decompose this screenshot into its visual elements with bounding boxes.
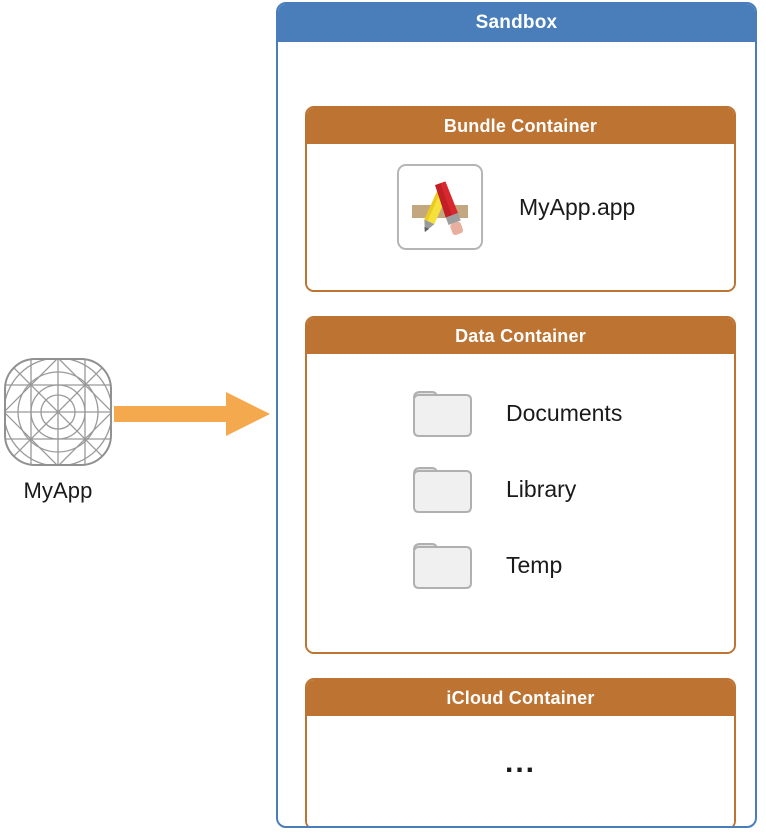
- folder-label: Documents: [506, 400, 623, 426]
- list-item[interactable]: Documents: [411, 386, 622, 441]
- folder-label: Library: [506, 476, 577, 502]
- icloud-container-body: ...: [307, 716, 734, 826]
- folder-icon: [411, 386, 474, 441]
- sandbox-box: Sandbox Bundle Container: [276, 2, 757, 828]
- icloud-container: iCloud Container ...: [305, 678, 736, 826]
- icloud-placeholder-ellipsis: ...: [504, 746, 536, 779]
- list-item[interactable]: Library: [411, 462, 576, 517]
- bundle-container-header: Bundle Container: [307, 108, 734, 144]
- app-template-grid-icon: [4, 358, 114, 466]
- folder-icon: [411, 462, 474, 517]
- xcode-app-bundle-icon: [397, 164, 483, 250]
- data-container-body: Documents Library: [307, 354, 734, 652]
- icloud-container-title: iCloud Container: [446, 687, 595, 708]
- app-node: [4, 358, 114, 466]
- folder-label: Temp: [506, 552, 563, 578]
- bundle-container-title: Bundle Container: [443, 115, 598, 136]
- folder-icon: [411, 538, 474, 593]
- list-item[interactable]: Temp: [411, 538, 562, 593]
- data-container-header: Data Container: [307, 318, 734, 354]
- icloud-container-header: iCloud Container: [307, 680, 734, 716]
- bundle-container-body: MyApp.app: [307, 144, 734, 290]
- sandbox-body: Bundle Container: [278, 42, 755, 826]
- sandbox-title: Sandbox: [475, 12, 558, 33]
- data-container-title: Data Container: [455, 325, 586, 346]
- app-node-label: MyApp: [23, 478, 93, 503]
- data-container: Data Container Documents: [305, 316, 736, 654]
- bundle-container: Bundle Container: [305, 106, 736, 292]
- bundle-item-label: MyApp.app: [519, 193, 636, 220]
- list-item[interactable]: MyApp.app: [397, 164, 635, 250]
- sandbox-header: Sandbox: [278, 4, 755, 42]
